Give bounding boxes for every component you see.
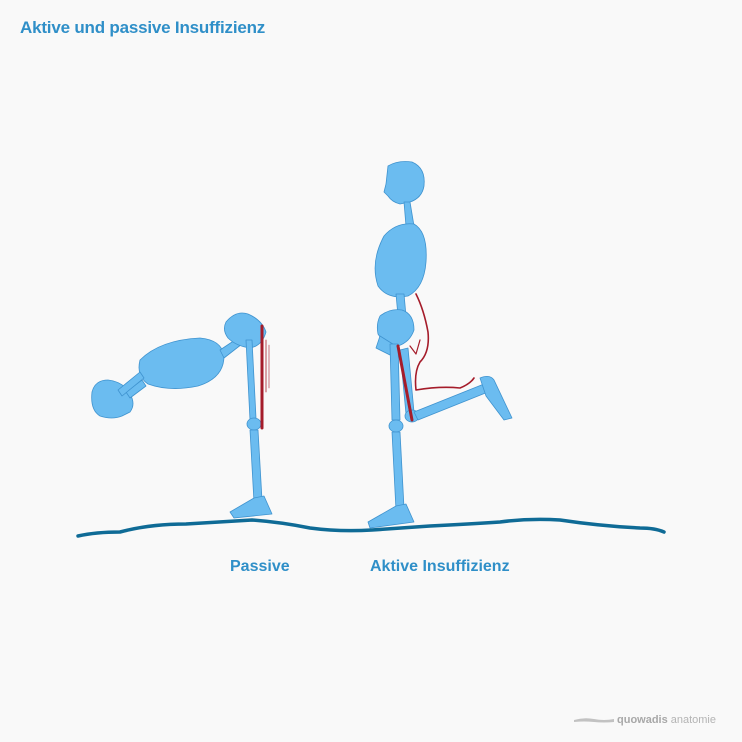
brand-logo: quowadis anatomie xyxy=(574,714,716,726)
passive-femur xyxy=(245,339,257,421)
passive-muscle xyxy=(260,324,270,430)
active-ribcage xyxy=(374,223,427,298)
brand-name: quowadis xyxy=(617,714,668,726)
active-pelvis xyxy=(376,309,415,347)
active-standing-foot xyxy=(367,503,415,529)
passive-upper-arm xyxy=(117,371,145,397)
brand-suffix: anatomie xyxy=(670,714,716,726)
active-neck xyxy=(403,201,415,227)
active-raised-foot xyxy=(479,376,513,421)
ground-line xyxy=(76,517,666,538)
passive-figure xyxy=(91,312,273,519)
page-title: Aktive und passive Insuffizienz xyxy=(20,18,266,37)
caption-passive: Passive xyxy=(230,558,290,575)
active-standing-femur xyxy=(389,343,401,421)
caption-active: Aktive Insuffizienz xyxy=(370,558,510,575)
active-raised-femur xyxy=(399,347,415,415)
brand-mark-icon xyxy=(574,718,614,723)
passive-foot xyxy=(229,495,273,519)
active-skull xyxy=(383,161,425,205)
active-standing-tibia xyxy=(391,431,405,511)
active-standing-knee xyxy=(388,419,404,433)
passive-pelvis xyxy=(224,312,267,349)
passive-knee xyxy=(246,417,262,431)
active-figure xyxy=(367,161,513,529)
passive-ribcage xyxy=(138,337,225,389)
passive-tibia xyxy=(249,429,263,503)
active-muscle xyxy=(396,293,475,422)
